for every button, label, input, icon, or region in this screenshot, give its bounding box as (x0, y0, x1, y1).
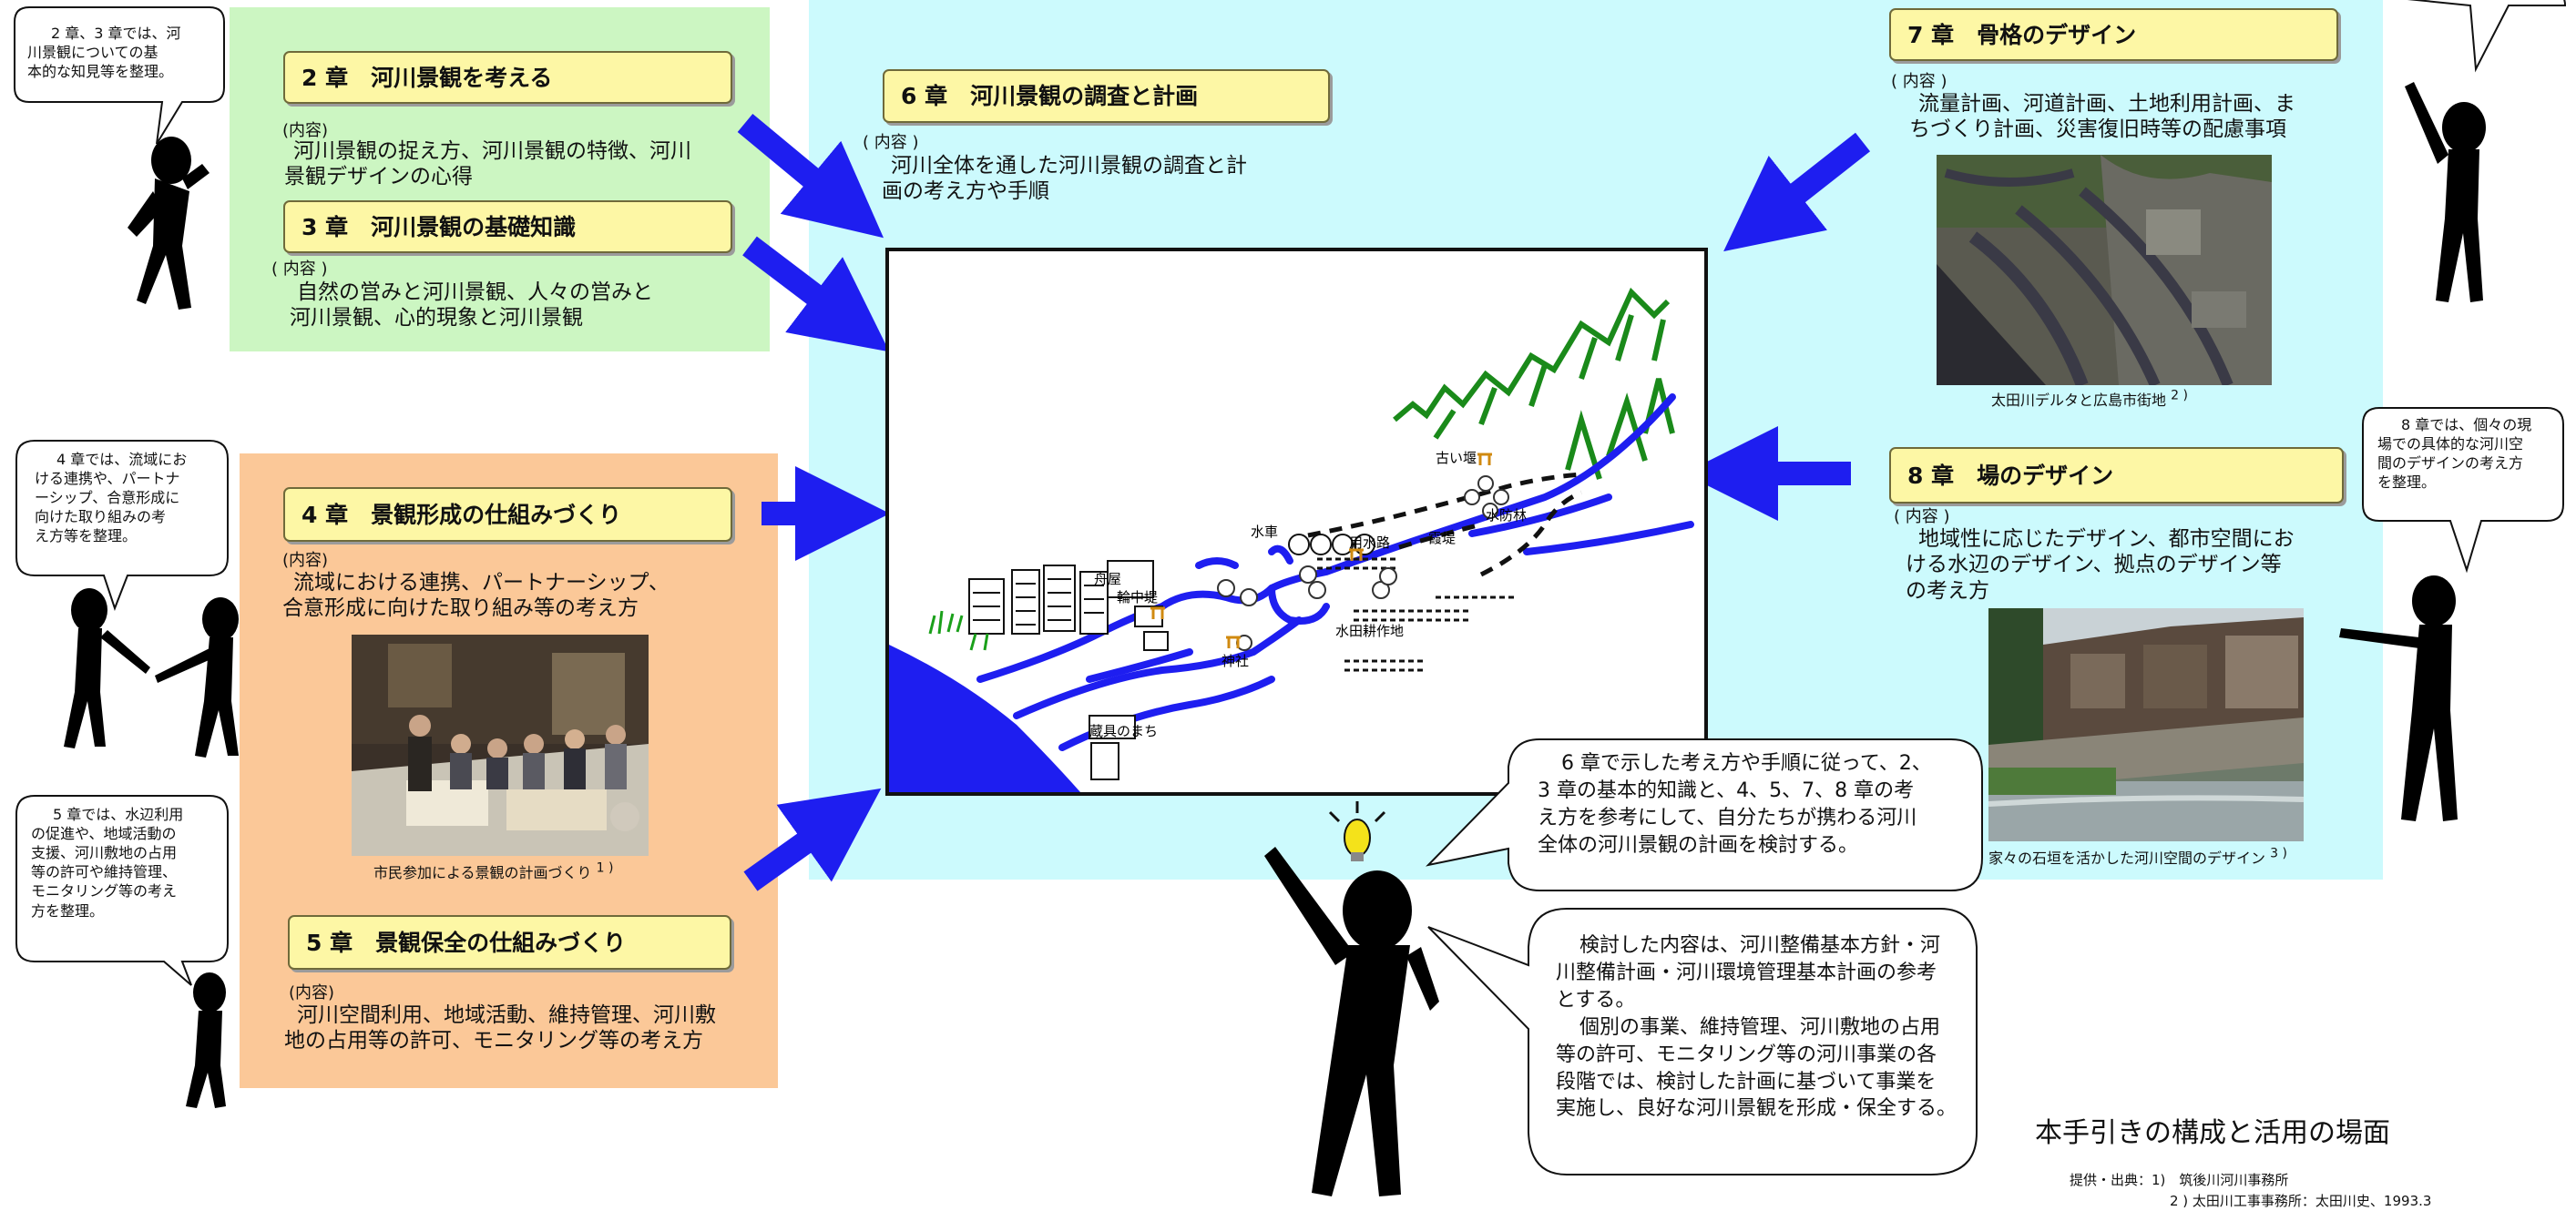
figure-title: 本手引きの構成と活用の場面 (2035, 1110, 2390, 1150)
figure-pointing-left-right (2339, 575, 2458, 821)
bubble-4-line: ける連携や、パートナ (35, 469, 226, 488)
bubble-chapter-2-3: 2 章、3 章では、河 川景観についての基 本的な知見等を整理。 (27, 24, 219, 81)
lightbulb-icon (1330, 801, 1385, 861)
bubble-23-line: 川景観についての基 (27, 43, 219, 62)
bubble-5-line: モニタリング等の考え (31, 881, 224, 901)
figure-thinking-left (128, 137, 210, 310)
bubble-main-line: 段階では、検討した計画に基づいて事業を (1556, 1069, 1975, 1096)
bubble-5-line: 等の許可や維持管理、 (31, 862, 224, 881)
credits: 提供・出典：1) 筑後川河川事務所 2 ) 太田川工事事務所：太田川史、1993… (2070, 1170, 2431, 1211)
bubble-4-line: 4 章では、流域にお (35, 450, 226, 469)
bubble-6-line: 6 章で示した考え方や手順に従って、2、 (1538, 750, 1966, 778)
bubble-6-line: 全体の河川景観の計画を検討する。 (1538, 832, 1966, 860)
bubble-5-line: 5 章では、水辺利用 (31, 805, 224, 824)
bubble-23-line: 2 章、3 章では、河 (27, 24, 219, 43)
bubble-8-line: 8 章では、個々の現 (2377, 415, 2560, 434)
bubble-4-line: ーシップ、合意形成に (35, 488, 226, 507)
figure-handshake-left (64, 588, 239, 758)
bubble-23-line: 本的な知見等を整理。 (27, 62, 219, 81)
figure-small-left (186, 972, 226, 1108)
bubble-chapter-5: 5 章では、水辺利用 の促進や、地域活動の 支援、河川敷地の占用 等の許可や維持… (31, 805, 224, 921)
bubble-4-line: 向けた取り組みの考 (35, 507, 226, 526)
figure-idea-center (1264, 847, 1439, 1196)
bubble-5-line: の促進や、地域活動の (31, 824, 224, 843)
bubble-6-line: 3 章の基本的知識と、4、5、7、8 章の考 (1538, 778, 1966, 805)
bubble-6-line: え方を参考にして、自分たちが携わる河川 (1538, 805, 1966, 832)
bubble-main-line: とする。 (1556, 987, 1975, 1014)
bubble-chapter-4: 4 章では、流域にお ける連携や、パートナ ーシップ、合意形成に 向けた取り組み… (35, 450, 226, 546)
bubble-5-line: 方を整理。 (31, 901, 224, 921)
bubble-8-line: 間のデザインの考え方 (2377, 453, 2560, 473)
bubble-main-line: 実施し、良好な河川景観を形成・保全する。 (1556, 1095, 1975, 1123)
credit-line-1: 提供・出典：1) 筑後川河川事務所 (2070, 1170, 2431, 1191)
bubble-main-line: 個別の事業、維持管理、河川敷地の占用 (1556, 1014, 1975, 1042)
bubble-main-line: 川整備計画・河川環境管理基本計画の参考 (1556, 960, 1975, 987)
bubble-chapter-6-guide: 6 章で示した考え方や手順に従って、2、 3 章の基本的知識と、4、5、7、8 … (1538, 750, 1966, 860)
figure-pointing-up-right (2405, 82, 2486, 302)
bubble-chapter-8: 8 章では、個々の現 場での具体的な河川空 間のデザインの考え方 を整理。 (2377, 415, 2560, 492)
bubble-8-line: 場での具体的な河川空 (2377, 434, 2560, 453)
bubble-4-line: え方等を整理。 (35, 526, 226, 545)
bubble-main-line: 検討した内容は、河川整備基本方針・河 (1556, 932, 1975, 960)
bubble-8-line: を整理。 (2377, 473, 2560, 492)
bubble-5-line: 支援、河川敷地の占用 (31, 843, 224, 862)
bubble-application: 検討した内容は、河川整備基本方針・河 川整備計画・河川環境管理基本計画の参考 と… (1556, 932, 1975, 1123)
bubble-7-shape (2326, 0, 2565, 69)
bubble-main-line: 等の許可、モニタリング等の河川事業の各 (1556, 1042, 1975, 1069)
